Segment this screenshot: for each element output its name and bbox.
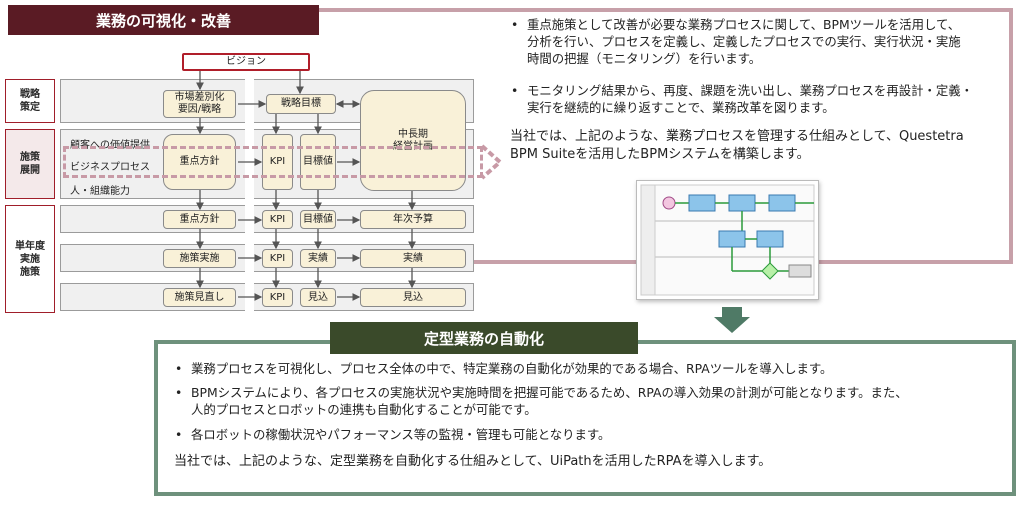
bpm-bullet-2-line1: モニタリング結果から、再度、課題を洗い出し、業務プロセスを再設計・定義・ bbox=[527, 83, 974, 98]
node-focus-policy: 重点方針 bbox=[163, 134, 236, 190]
rpa-section-title: 定型業務の自動化 bbox=[330, 322, 638, 354]
node-strategic-goal: 戦略目標 bbox=[266, 94, 336, 114]
bpm-section-title: 業務の可視化・改善 bbox=[8, 5, 319, 35]
rpa-bullet-1: 業務プロセスを可視化し、プロセス全体の中で、特定業務の自動化が効果的である場合、… bbox=[175, 360, 1001, 377]
row-label-measures: 施策展開 bbox=[5, 129, 55, 199]
bpm-bullet-2: モニタリング結果から、再度、課題を洗い出し、業務プロセスを再設計・定義・ 実行を… bbox=[511, 82, 1007, 116]
bpm-bullet-1: 重点施策として改善が必要な業務プロセスに関して、BPMツールを活用して、 分析を… bbox=[511, 16, 1007, 67]
bpm-bullet-2-line2: 実行を継続的に繰り返すことで、業務改革を図ります。 bbox=[527, 100, 835, 115]
node-actual-total: 実績 bbox=[360, 249, 466, 268]
side-label-business-process: ビジネスプロセス bbox=[70, 162, 150, 173]
bpm-summary-line2: BPM Suiteを活用したBPMシステムを構築します。 bbox=[510, 147, 810, 162]
node-forecast: 見込 bbox=[300, 288, 336, 307]
bpm-bullet-1-line2: 分析を行い、プロセスを定義し、定義したプロセスでの実行、実行状況・実施 bbox=[527, 34, 961, 49]
rpa-bullet-2-line1: BPMシステムにより、各プロセスの実施状況や実施時間を把握可能であるため、RPA… bbox=[191, 385, 908, 400]
node-market-strategy: 市場差別化要因/戦略 bbox=[163, 90, 236, 118]
node-review: 施策見直し bbox=[163, 288, 236, 307]
vision-box: ビジョン bbox=[182, 53, 310, 71]
row-label-strategy: 戦略策定 bbox=[5, 79, 55, 123]
rpa-summary: 当社では、上記のような、定型業務を自動化する仕組みとして、UiPathを活用した… bbox=[174, 454, 772, 469]
node-annual-budget: 年次予算 bbox=[360, 210, 466, 229]
node-target: 目標値 bbox=[300, 134, 336, 190]
down-arrow-icon bbox=[714, 307, 750, 333]
row-label-annual: 単年度実施施策 bbox=[5, 205, 55, 313]
side-label-organization: 人・組織能力 bbox=[70, 186, 130, 197]
bpm-bullet-1-line3: 時間の把握（モニタリング）を行います。 bbox=[527, 51, 762, 66]
node-kpi-actual: KPI bbox=[262, 249, 293, 268]
node-actual: 実績 bbox=[300, 249, 336, 268]
rpa-bullet-2: BPMシステムにより、各プロセスの実施状況や実施時間を把握可能であるため、RPA… bbox=[175, 384, 1001, 418]
node-midterm-plan: 中長期経営計画 bbox=[360, 90, 466, 191]
rpa-section-frame-top-right bbox=[638, 340, 1016, 344]
node-focus-policy-annual: 重点方針 bbox=[163, 210, 236, 229]
rpa-section-frame bbox=[154, 340, 1016, 496]
node-kpi-annual: KPI bbox=[262, 210, 293, 229]
node-target-annual: 目標値 bbox=[300, 210, 336, 229]
diagram-connectors bbox=[196, 71, 416, 301]
bpm-summary: 当社では、上記のような、業務プロセスを管理する仕組みとして、Questetra … bbox=[510, 128, 1010, 164]
side-label-customer-value: 顧客への価値提供 bbox=[70, 140, 150, 151]
node-forecast-total: 見込 bbox=[360, 288, 466, 307]
management-diagram: ビジョン 戦略策定 施策展開 単年度実施施策 顧客への価値提供 ビジネスプロセス… bbox=[0, 0, 504, 320]
business-process-highlight bbox=[63, 146, 483, 178]
bpm-summary-line1: 当社では、上記のような、業務プロセスを管理する仕組みとして、Questetra bbox=[510, 129, 964, 144]
rpa-bullet-3: 各ロボットの稼働状況やパフォーマンス等の監視・管理も可能となります。 bbox=[175, 426, 1001, 443]
rpa-bullet-2-line2: 人的プロセスとロボットの連携も自動化することが可能です。 bbox=[191, 402, 537, 417]
bpm-process-thumbnail bbox=[636, 180, 819, 300]
highlight-arrow-icon bbox=[480, 144, 504, 180]
node-kpi: KPI bbox=[262, 134, 293, 190]
column-divider bbox=[245, 79, 254, 311]
rpa-section-frame-top-left bbox=[154, 340, 330, 344]
bpm-bullet-1-line1: 重点施策として改善が必要な業務プロセスに関して、BPMツールを活用して、 bbox=[527, 17, 961, 32]
bpm-section-frame-top bbox=[317, 8, 331, 12]
node-kpi-forecast: KPI bbox=[262, 288, 293, 307]
bpm-flow-image bbox=[640, 184, 815, 296]
node-implement: 施策実施 bbox=[163, 249, 236, 268]
